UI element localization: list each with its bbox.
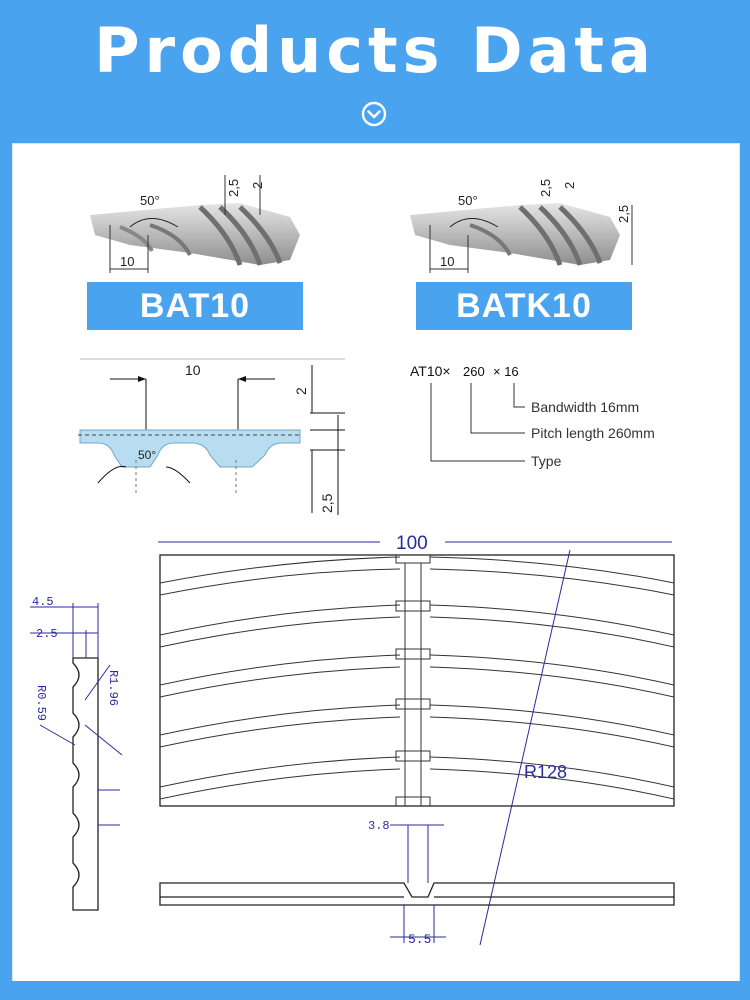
type-code-text: AT10×	[410, 363, 451, 379]
cross-height-top-label: 2	[293, 387, 309, 395]
cross-pitch-label: 10	[185, 362, 201, 378]
bat10-label: BAT10	[87, 282, 303, 330]
cross-height-bottom-label: 2,5	[319, 493, 335, 513]
bat10-angle-label: 50°	[140, 193, 160, 208]
pitch-length-text: Pitch length 260mm	[531, 425, 655, 441]
pitch-code-text: 260	[463, 364, 485, 379]
width-dimension-label: 100	[396, 533, 428, 554]
batk10-dim-c-label: 2,5	[616, 205, 631, 223]
bat10-pitch-label: 10	[120, 254, 134, 269]
radius-label: R128	[524, 762, 567, 782]
designation-diagram: AT10× 260 × 16 Bandwidth 16mm Pitch leng…	[410, 363, 655, 469]
page-title: Products Data	[94, 14, 656, 87]
type-text: Type	[531, 453, 562, 469]
bandwidth-text: Bandwidth 16mm	[531, 399, 639, 415]
slot-bottom-dimension-label: 5.5	[408, 932, 431, 947]
bat10-dim-b-label: 2	[250, 182, 265, 189]
bat10-profile-image: 50° 10 2,5 2	[90, 175, 300, 273]
chevron-down-circle-icon[interactable]	[361, 101, 387, 127]
batk10-dim-a-label: 2,5	[538, 179, 553, 197]
batk10-angle-label: 50°	[458, 193, 478, 208]
bat10-dim-a-label: 2,5	[226, 179, 241, 197]
cross-angle-label: 50°	[138, 448, 156, 462]
side-top-dimension-label: 4.5	[32, 595, 54, 609]
batk10-dim-b-label: 2	[562, 182, 577, 189]
belt-technical-drawing: 100 R128 4.5 2.5 R0.59 R1.96	[30, 533, 675, 947]
side-mid-dimension-label: 2.5	[36, 627, 58, 641]
batk10-profile-image: 50° 10 2,5 2 2,5	[410, 179, 633, 273]
width-code-text: × 16	[493, 364, 519, 379]
batk10-pitch-label: 10	[440, 254, 454, 269]
radius-large-label: R1.96	[106, 670, 120, 706]
radius-small-label: R0.59	[34, 685, 48, 721]
tooth-cross-section-drawing: 10 50° 2 2,5	[78, 358, 345, 515]
batk10-label: BATK10	[416, 282, 632, 330]
slot-top-dimension-label: 3.8	[368, 819, 390, 833]
footer-band	[0, 981, 750, 1000]
